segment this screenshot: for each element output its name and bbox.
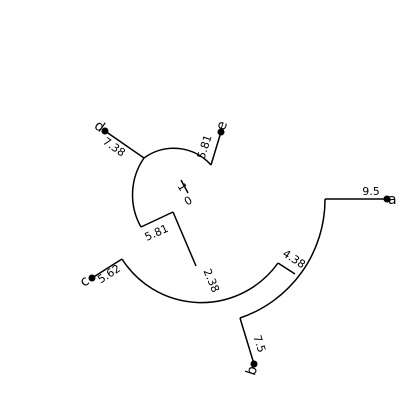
branch-label-cde: 5.81 [143,222,171,244]
ab-arc [239,198,326,319]
de-arc [143,147,212,166]
branch-label-abcde: 2.38 [200,267,222,295]
branch-label-e: 5.81 [195,133,215,160]
tip-dot-a [383,195,391,203]
branch-label-d: 7.38 [100,135,128,160]
branch-label-b: 7.5 [250,334,268,355]
tip-dot-b [250,360,258,368]
e-branch [210,131,222,166]
cde-to-root [172,211,197,267]
d-branch [104,130,145,159]
branch-label-c: 5.62 [95,262,123,286]
root-stub-branch [180,179,189,194]
c-branch [91,258,123,279]
branch-label-root-zero: 0 [182,194,195,209]
tip-dot-d [101,127,109,135]
b-branch [239,317,255,365]
tip-label-e: e [213,119,231,132]
cde-stem [140,211,174,228]
cde-arc [131,157,145,228]
root-arc [121,258,279,304]
branch-label-a: 9.5 [362,185,380,198]
tip-dot-e [217,128,225,136]
tip-dot-c [88,274,96,282]
ab-stem [277,262,296,275]
tip-label-a: a [388,192,397,208]
